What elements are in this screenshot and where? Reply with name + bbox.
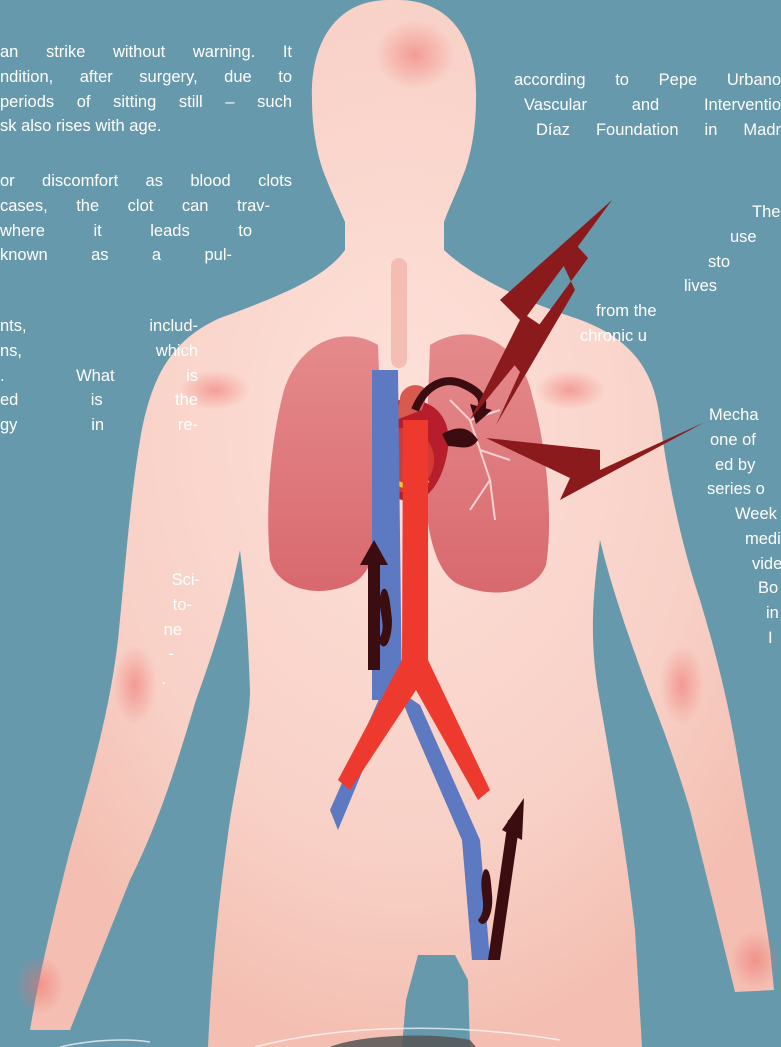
text-line: medi xyxy=(745,527,781,552)
text-line: known as a pul- xyxy=(0,243,232,268)
trachea xyxy=(391,258,407,368)
text-line: Mecha xyxy=(709,403,781,428)
text-line: Bo xyxy=(758,576,781,601)
text-line: ns, which xyxy=(0,339,198,364)
text-line: in xyxy=(766,601,781,626)
text-line: - xyxy=(0,642,200,667)
right-paragraph-3: Mecha one of ed by series o Week medi vi… xyxy=(615,403,781,651)
text-line: Vascular and Interventio xyxy=(524,93,781,118)
text-line: from the xyxy=(596,299,781,324)
left-paragraph-2: or discomfort as blood clots cases, the … xyxy=(0,169,292,268)
text-line: to- xyxy=(0,593,200,618)
text-line: Week xyxy=(735,502,781,527)
text-line: . xyxy=(0,667,200,692)
text-line: vide xyxy=(752,552,781,577)
text-line: sk also rises with age. xyxy=(0,114,292,139)
text-line: ne xyxy=(0,618,200,643)
text-line: lives xyxy=(684,274,781,299)
text-line: use xyxy=(730,225,781,250)
text-line: cases, the clot can trav- xyxy=(0,194,270,219)
text-line: gy in re- xyxy=(0,413,198,438)
text-line: . What is xyxy=(0,364,198,389)
text-line: according to Pepe Urbano xyxy=(514,68,781,93)
text-line: ed is the xyxy=(0,388,198,413)
left-paragraph-3: nts, includ- ns, which . What is ed is t… xyxy=(0,314,200,438)
left-paragraph-4: Sci- to- ne - . xyxy=(0,568,200,692)
text-line: Díaz Foundation in Madr xyxy=(536,118,781,143)
text-line: sto xyxy=(708,250,781,275)
text-line: nts, includ- xyxy=(0,314,198,339)
right-paragraph-2: The use sto lives from the chronic u xyxy=(580,200,781,349)
decorative-arc xyxy=(60,1040,150,1047)
text-line: chronic u xyxy=(580,324,781,349)
text-line: ed by xyxy=(715,453,781,478)
text-line: I xyxy=(768,626,781,651)
text-line: series o xyxy=(707,477,781,502)
left-paragraph-1: an strike without warning. It ndition, a… xyxy=(0,40,292,139)
right-paragraph-1: according to Pepe Urbano Vascular and In… xyxy=(514,68,781,142)
text-line: or discomfort as blood clots xyxy=(0,169,292,194)
text-line: periods of sitting still – such xyxy=(0,90,292,115)
text-line: Sci- xyxy=(0,568,200,593)
text-line: an strike without warning. It xyxy=(0,40,292,65)
text-line: where it leads to xyxy=(0,219,252,244)
text-line: The xyxy=(752,200,781,225)
text-line: ndition, after surgery, due to xyxy=(0,65,292,90)
text-line: one of xyxy=(710,428,781,453)
